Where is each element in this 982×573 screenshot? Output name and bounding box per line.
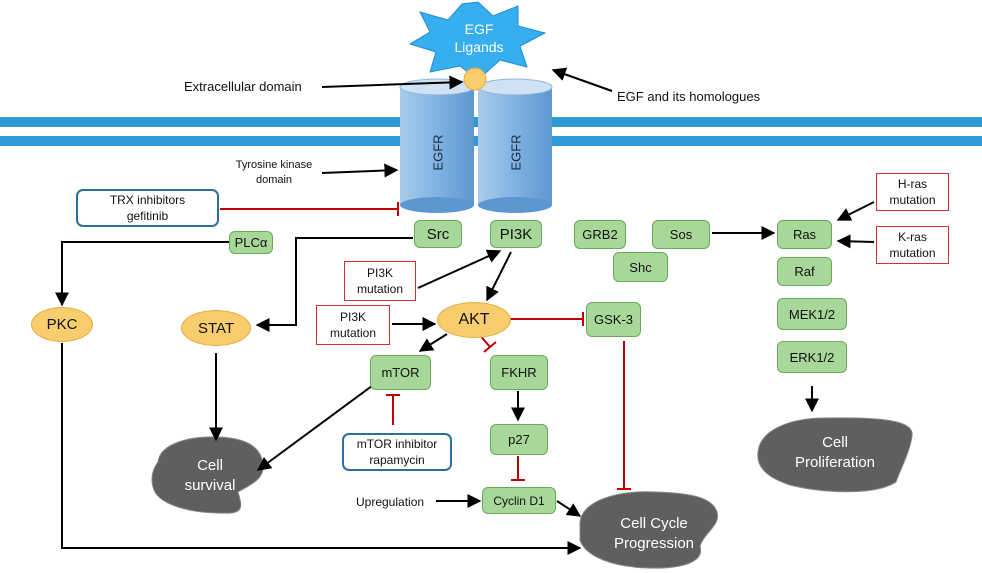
pi3k-mutation-lower-line2: mutation	[329, 326, 377, 340]
ligand-label-2: Ligands	[454, 39, 504, 55]
ligand-binding-circle	[463, 67, 487, 91]
node-sos: Sos	[652, 220, 710, 249]
h-ras-mutation-line2: mutation	[889, 193, 936, 207]
egfr-left-label: EGFR	[430, 134, 446, 171]
trx-inhibitor-line2: gefitinib	[126, 209, 169, 223]
node-mtor: mTOR	[370, 355, 431, 390]
node-pkc: PKC	[31, 307, 93, 342]
mtor-inhibitor-box: mTOR inhibitor rapamycin	[342, 433, 452, 471]
node-fkhr: FKHR	[490, 355, 548, 390]
trx-inhibitor-line1: TRX inhibitors	[109, 193, 186, 207]
upregulation-label: Upregulation	[356, 495, 425, 509]
trx-inhibitor-box: TRX inhibitors gefitinib	[76, 189, 219, 227]
cell-cycle-label: Cell Cycle Progression	[598, 514, 710, 554]
mtor-inhibitor-line1: mTOR inhibitor	[356, 437, 438, 451]
cell-proliferation-label: Cell Proliferation	[780, 433, 890, 473]
k-ras-mutation-box: K-ras mutation	[876, 226, 949, 264]
pi3k-mutation-box-upper: PI3K mutation	[344, 261, 416, 301]
cell-survival-line1: Cell	[197, 457, 223, 474]
h-ras-mutation-box: H-ras mutation	[876, 173, 949, 211]
cell-cycle-line2: Progression	[613, 535, 695, 552]
cell-proliferation-line2: Proliferation	[794, 454, 876, 471]
pi3k-mutation-upper-line1: PI3K	[366, 266, 393, 280]
node-pi3k: PI3K	[490, 220, 542, 248]
node-mek: MEK1/2	[777, 298, 847, 330]
pi3k-mutation-box-lower: PI3K mutation	[316, 305, 390, 345]
node-src: Src	[414, 220, 462, 248]
tk-domain-label-1: Tyrosine kinase	[235, 159, 313, 171]
cell-proliferation-blob	[757, 417, 913, 493]
egf-homologues-label: EGF and its homologues	[617, 89, 761, 104]
node-erk: ERK1/2	[777, 341, 847, 373]
activation-arrows	[55, 67, 875, 555]
mtor-inhibitor-line2: rapamycin	[369, 453, 425, 467]
egfr-right-cylinder	[477, 78, 553, 213]
cell-proliferation-line1: Cell	[822, 434, 848, 451]
ligand-label-1: EGF	[464, 21, 494, 37]
node-grb2: GRB2	[574, 220, 626, 249]
node-p27: p27	[490, 424, 548, 455]
cell-cycle-line1: Cell Cycle	[620, 515, 688, 532]
tk-domain-label-2: domain	[255, 174, 293, 186]
node-akt: AKT	[437, 302, 511, 338]
node-plc-alpha: PLCα	[229, 231, 273, 254]
cell-survival-line2: survival	[184, 477, 236, 494]
node-ras: Ras	[777, 220, 832, 249]
h-ras-mutation-line1: H-ras	[897, 177, 928, 191]
k-ras-mutation-line1: K-ras	[898, 230, 927, 244]
inhibition-lines	[220, 202, 631, 490]
egfr-right-label: EGFR	[508, 134, 524, 171]
node-stat: STAT	[181, 310, 251, 346]
node-gsk3: GSK-3	[586, 302, 641, 337]
cell-survival-label: Cell survival	[170, 456, 250, 496]
extracellular-domain-label: Extracellular domain	[184, 79, 302, 94]
pi3k-mutation-upper-line2: mutation	[356, 282, 404, 296]
node-cyclin-d1: Cyclin D1	[482, 487, 556, 514]
k-ras-mutation-line2: mutation	[889, 246, 936, 260]
node-raf: Raf	[777, 257, 832, 286]
pi3k-mutation-lower-line1: PI3K	[339, 310, 366, 324]
cell-cycle-blob	[579, 491, 719, 569]
node-shc: Shc	[613, 252, 668, 282]
